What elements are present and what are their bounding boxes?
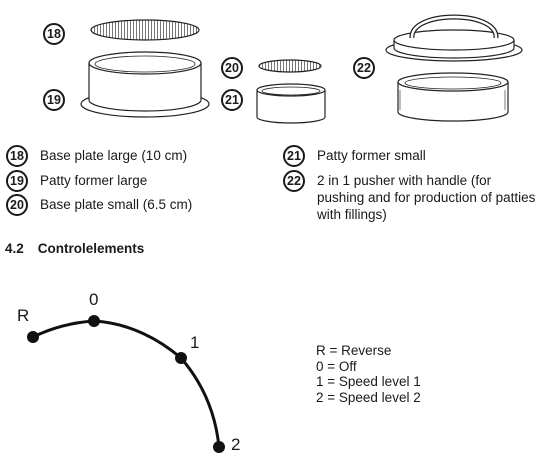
callout-21: 21 [221, 89, 243, 111]
dial-position-1-dot [175, 352, 187, 364]
base-plate-small [258, 59, 322, 73]
legend-text: 2 in 1 pusher with handle (for pushing a… [317, 173, 536, 222]
control-speed-1: 1 = Speed level 1 [316, 374, 421, 389]
control-speed-2: 2 = Speed level 2 [316, 389, 421, 405]
control-dial-diagram [27, 315, 225, 453]
callout-22: 22 [353, 57, 375, 79]
section-title: Controlelements [37, 241, 145, 256]
legend-number: 21 [283, 145, 305, 167]
section-number: 4.2 [5, 241, 24, 256]
legend-text: Base plate large (10 cm) [40, 148, 188, 163]
dial-label-r: R [17, 306, 30, 325]
legend-item-20: 20 Base plate small (6.5 cm) [6, 194, 193, 216]
parts-illustration [80, 14, 523, 124]
patty-former-small [256, 83, 326, 124]
legend-number: 18 [6, 145, 28, 167]
control-reverse: R = Reverse [316, 343, 392, 358]
control-legend: R = Reverse 0 = Off 1 = Speed level 1 2 … [316, 343, 421, 405]
base-plate-large [90, 19, 200, 41]
section-heading: 4.2 Controlelements [5, 241, 158, 256]
pusher-with-handle [385, 14, 523, 122]
legend-number: 20 [6, 194, 28, 216]
dial-arc [32, 319, 221, 448]
callout-19: 19 [43, 89, 65, 111]
legend-item-22: 22 2 in 1 pusher with handle (for pushin… [283, 170, 536, 223]
dial-label-1: 1 [190, 333, 200, 352]
dial-position-r-dot [27, 331, 39, 343]
legend-text: Patty former small [317, 148, 426, 163]
dial-position-0-dot [88, 315, 100, 327]
callout-18: 18 [43, 23, 65, 45]
legend-number: 22 [283, 170, 305, 192]
callout-20: 20 [221, 57, 243, 79]
legend-text: Patty former large [40, 173, 148, 188]
dial-position-2-dot [213, 441, 225, 453]
legend-text: Base plate small (6.5 cm) [40, 197, 193, 212]
legend-item-21: 21 Patty former small [283, 145, 426, 167]
patty-former-large [80, 51, 210, 118]
dial-label-2: 2 [231, 435, 241, 454]
legend-number: 19 [6, 170, 28, 192]
legend-item-19: 19 Patty former large [6, 170, 148, 192]
legend-item-18: 18 Base plate large (10 cm) [6, 145, 188, 167]
dial-label-0: 0 [89, 290, 99, 309]
control-off: 0 = Off [316, 358, 357, 374]
